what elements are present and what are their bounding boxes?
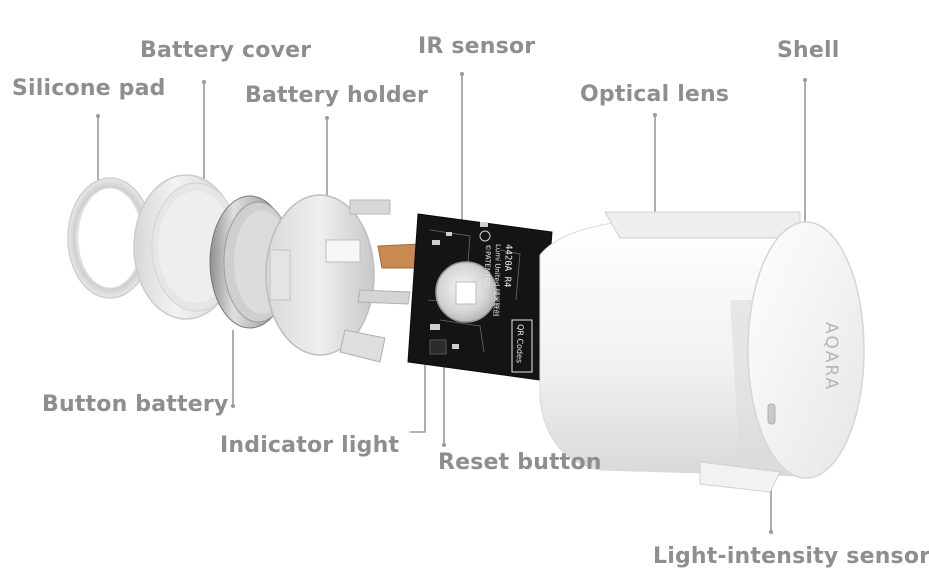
label-silicone-pad: Silicone pad bbox=[12, 76, 166, 101]
leader-dots bbox=[96, 72, 807, 534]
shell-logo: AQARA bbox=[821, 322, 841, 391]
light-intensity-window bbox=[767, 403, 776, 425]
label-button-battery: Button battery bbox=[42, 392, 229, 417]
battery-holder bbox=[265, 194, 421, 363]
label-indicator-light: Indicator light bbox=[220, 433, 400, 458]
label-light-intensity-sensor: Light-intensity sensor bbox=[653, 544, 929, 569]
label-optical-lens: Optical lens bbox=[580, 82, 730, 107]
optical-lens-slot bbox=[604, 211, 801, 239]
label-battery-holder: Battery holder bbox=[245, 83, 429, 108]
shell: AQARA bbox=[539, 211, 865, 493]
label-shell: Shell bbox=[777, 38, 840, 63]
silicone-pad bbox=[67, 177, 153, 299]
label-battery-cover: Battery cover bbox=[140, 38, 312, 63]
shell-front-face bbox=[747, 221, 865, 479]
label-ir-sensor: IR sensor bbox=[418, 34, 536, 59]
pcb-patent-text: ©PATENTED bbox=[482, 244, 491, 287]
label-reset-button: Reset button bbox=[438, 450, 602, 475]
indicator-light-leader bbox=[410, 350, 426, 433]
pcb-maker-text: Lumi United 绿米联创 bbox=[491, 244, 503, 317]
pcb-model-text: 4420A R4 bbox=[501, 244, 513, 288]
pcb-board: 4420A R4 Lumi United 绿米联创 ©PATENTED QR C… bbox=[407, 213, 553, 381]
pcb-qr-text: QR Codes bbox=[515, 324, 525, 363]
